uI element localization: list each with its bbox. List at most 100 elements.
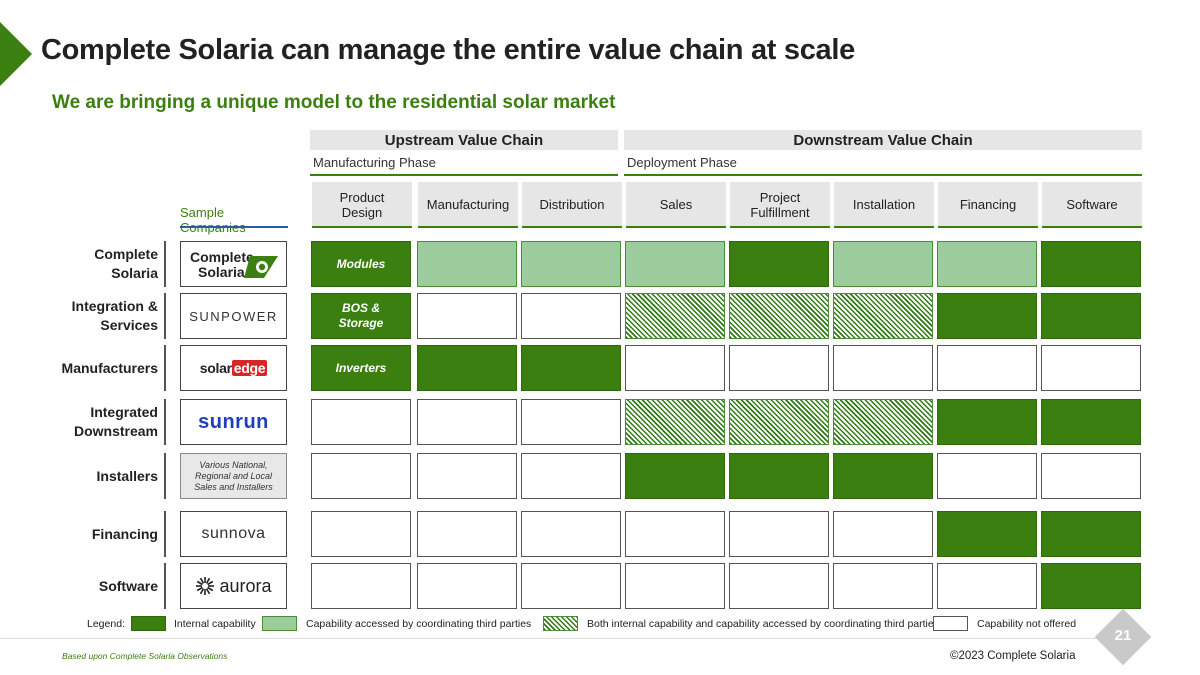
matrix-cell	[1041, 241, 1141, 287]
legend-swatch-not-offered	[933, 616, 968, 631]
matrix-cell	[521, 453, 621, 499]
matrix-cell	[521, 511, 621, 557]
matrix-cell	[417, 563, 517, 609]
logo-text-aurora: aurora	[219, 575, 272, 596]
matrix-cell	[625, 511, 725, 557]
logo-text-solaria: Solaria	[198, 264, 245, 280]
cell-label: BOS & Storage	[338, 301, 384, 330]
matrix-cell	[311, 511, 411, 557]
downstream-value-chain-header: Downstream Value Chain	[624, 130, 1142, 150]
row-label-financing: Financing	[91, 525, 158, 542]
column-header-project-fulfillment: Project Fulfillment	[730, 182, 830, 228]
matrix-cell	[833, 563, 933, 609]
row-label-manufacturers: Manufacturers	[61, 359, 158, 376]
page-title: Complete Solaria can manage the entire v…	[41, 34, 855, 66]
logo-dot-inner	[258, 263, 265, 271]
row-divider	[164, 345, 166, 391]
matrix-cell	[729, 511, 829, 557]
matrix-cell	[937, 453, 1037, 499]
matrix-cell	[833, 241, 933, 287]
column-header-financing: Financing	[938, 182, 1038, 228]
row-label-integration-services: Integration & Services	[71, 298, 158, 333]
matrix-cell	[417, 345, 517, 391]
company-logo-box: sunrun	[180, 399, 287, 445]
company-logo-box: SUNPOWER	[180, 293, 287, 339]
sample-companies-label: Sample Companies	[180, 205, 246, 235]
page-number: 21	[1114, 627, 1132, 644]
legend-swatch-internal	[131, 616, 166, 631]
matrix-cell	[521, 293, 621, 339]
footer-divider	[0, 638, 1100, 639]
sunpower-logo: SUNPOWER	[189, 308, 278, 324]
row-divider	[164, 293, 166, 339]
matrix-cell	[311, 399, 411, 445]
legend: Legend: Internal capability Capability a…	[0, 615, 1200, 633]
row-label-complete-solaria: Complete Solaria	[94, 246, 158, 281]
corner-triangle-accent	[0, 22, 32, 86]
row-divider	[164, 399, 166, 445]
page-subtitle: We are bringing a unique model to the re…	[52, 92, 616, 113]
logo-text-solar: solar	[199, 360, 232, 376]
matrix-cell	[521, 345, 621, 391]
matrix-cell	[625, 399, 725, 445]
legend-text-internal: Internal capability	[174, 618, 256, 630]
matrix-cell	[1041, 453, 1141, 499]
matrix-cell	[625, 241, 725, 287]
matrix-cell	[729, 563, 829, 609]
deployment-phase-label: Deployment Phase	[624, 154, 1142, 176]
manufacturing-phase-label: Manufacturing Phase	[310, 154, 618, 176]
column-header-installation: Installation	[834, 182, 934, 228]
logo-text-edge: edge	[231, 360, 268, 376]
copyright: ©2023 Complete Solaria	[950, 650, 1076, 662]
matrix-cell	[417, 511, 517, 557]
matrix-cell	[937, 563, 1037, 609]
matrix-cell	[729, 399, 829, 445]
row-divider	[164, 241, 166, 287]
company-logo-box: Various National, Regional and Local Sal…	[180, 453, 287, 499]
matrix-cell	[833, 399, 933, 445]
company-logo-box: aurora	[180, 563, 287, 609]
row-divider	[164, 453, 166, 499]
matrix-cell	[417, 453, 517, 499]
matrix-cell	[937, 511, 1037, 557]
matrix-cell	[1041, 399, 1141, 445]
matrix-cell	[833, 453, 933, 499]
matrix-cell	[729, 345, 829, 391]
matrix-cell	[311, 453, 411, 499]
matrix-cell	[729, 241, 829, 287]
matrix-cell	[1041, 563, 1141, 609]
logo-text-complete: Complete	[190, 249, 254, 265]
upstream-value-chain-header: Upstream Value Chain	[310, 130, 618, 150]
matrix-cell	[311, 563, 411, 609]
legend-text-both: Both internal capability and capability …	[587, 618, 939, 630]
row-label-software: Software	[98, 577, 158, 594]
column-header-distribution: Distribution	[522, 182, 622, 228]
sample-companies-underline	[180, 226, 288, 228]
legend-swatch-third-party	[262, 616, 297, 631]
row-label-integrated-downstream: Integrated Downstream	[73, 404, 158, 439]
legend-label: Legend:	[87, 618, 125, 630]
cell-label: Inverters	[335, 360, 387, 375]
company-logo-box: sunnova	[180, 511, 287, 557]
matrix-cell	[625, 453, 725, 499]
matrix-cell: Modules	[311, 241, 411, 287]
sunnova-logo: sunnova	[201, 525, 266, 542]
matrix-cell	[937, 293, 1037, 339]
legend-swatch-both	[543, 616, 578, 631]
footnote: Based upon Complete Solaria Observations	[62, 651, 228, 661]
matrix-cell	[417, 399, 517, 445]
aurora-burst-icon	[196, 577, 215, 595]
matrix-cell	[1041, 345, 1141, 391]
row-divider	[164, 563, 166, 609]
aurora-logo: aurora	[195, 575, 272, 597]
legend-text-third-party: Capability accessed by coordinating thir…	[306, 618, 532, 630]
matrix-cell	[417, 293, 517, 339]
column-header-manufacturing: Manufacturing	[418, 182, 518, 228]
legend-text-not-offered: Capability not offered	[977, 618, 1077, 630]
matrix-cell	[937, 241, 1037, 287]
matrix-cell	[625, 563, 725, 609]
